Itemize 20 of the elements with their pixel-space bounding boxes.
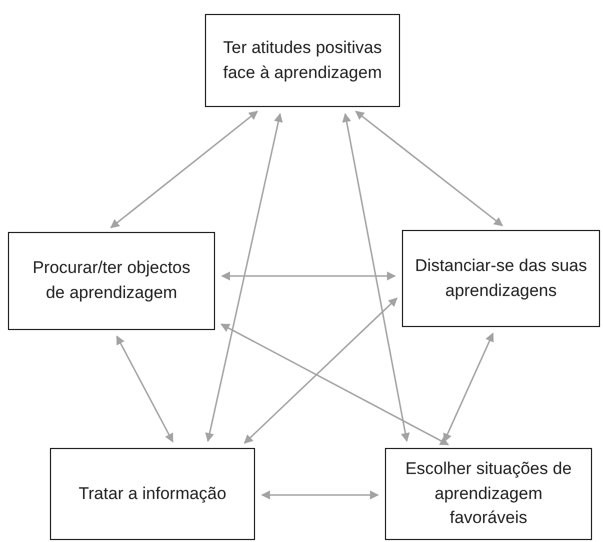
process-box <box>205 14 400 107</box>
double-arrow <box>110 110 258 228</box>
box-text: Distanciar-se das suas aprendizagens <box>415 254 587 302</box>
process-box <box>50 448 255 540</box>
double-arrow <box>220 324 450 446</box>
box-text: Procurar/ter objectos de aprendizagem <box>32 257 192 304</box>
process-box <box>402 230 600 327</box>
double-arrow <box>355 110 504 226</box>
process-box <box>385 448 592 540</box>
box-text: Ter atitudes positivas face à aprendizagem <box>222 36 383 84</box>
double-arrow <box>205 112 283 442</box>
box-text: Tratar a informação <box>78 482 226 505</box>
double-arrow <box>244 298 398 444</box>
double-arrow <box>116 335 174 443</box>
double-arrow <box>221 272 396 280</box>
box-text: Escolher situações de aprendizagem favoráveis <box>404 458 573 530</box>
double-arrow <box>342 113 410 442</box>
double-arrow <box>443 332 494 442</box>
double-arrow <box>261 490 379 500</box>
process-box <box>8 232 215 330</box>
